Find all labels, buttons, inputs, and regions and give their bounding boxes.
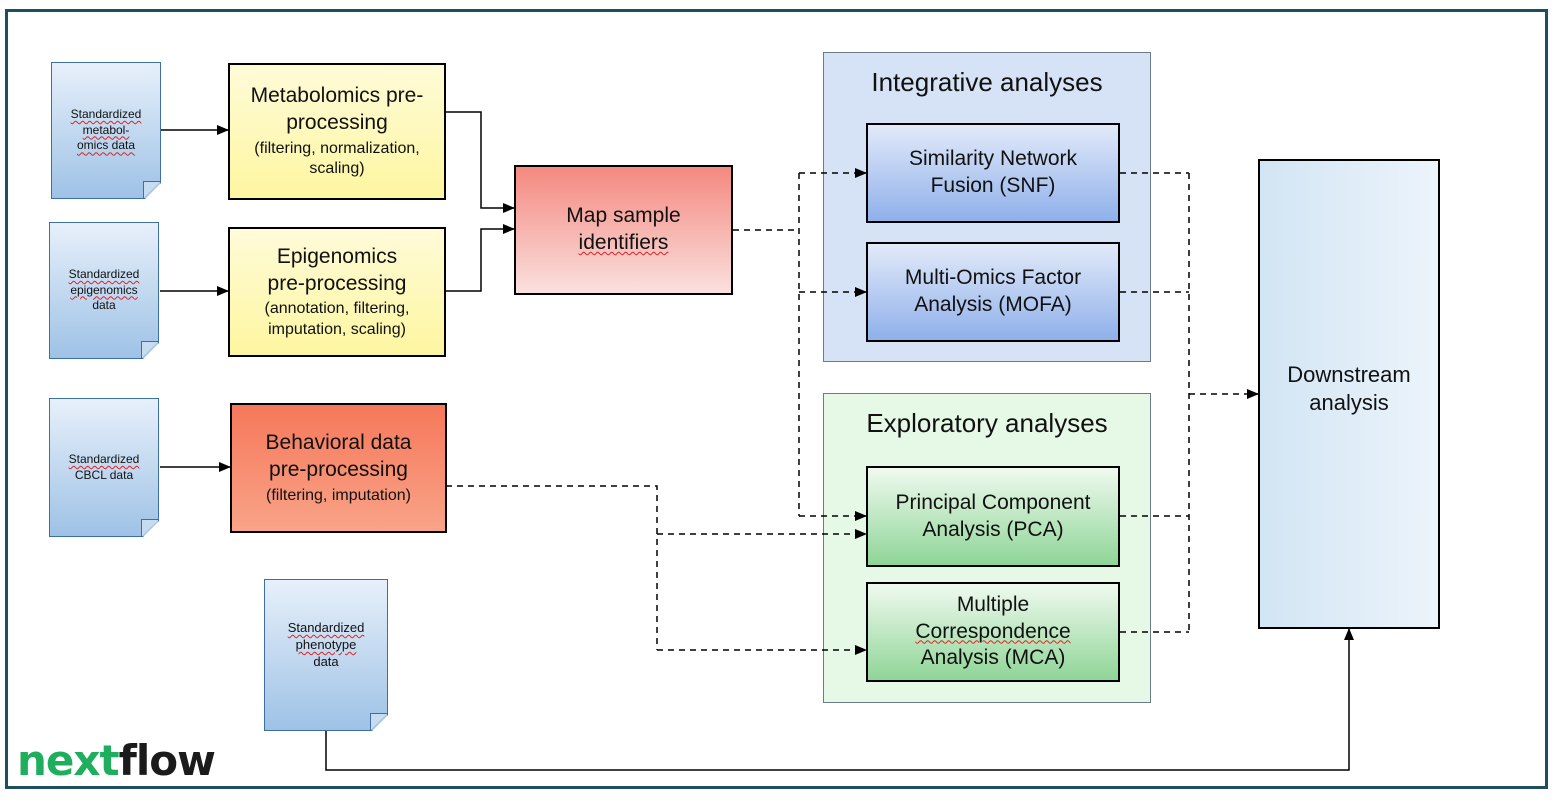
box-title-line: Similarity Network — [908, 147, 1078, 171]
box-title-line: processing — [286, 111, 388, 135]
box-title-line: Downstream — [1287, 362, 1411, 387]
box-detail-line: imputation, scaling) — [268, 320, 406, 338]
dashed-behavioral-trunk — [446, 485, 658, 650]
metabolomics-preprocessing-box: Metabolomics pre- processing (filtering,… — [228, 63, 446, 200]
box-title-line: Behavioral data — [265, 430, 412, 454]
doc-line: data — [313, 653, 339, 669]
box-title-line: Analysis (MOFA) — [914, 293, 1072, 316]
box-title-line: Analysis (MCA) — [920, 646, 1066, 670]
phenotype-data-document: Standardized phenotype data — [264, 579, 388, 731]
box-detail-line: (filtering, imputation) — [266, 486, 411, 504]
snf-box: Similarity Network Fusion (SNF) — [866, 123, 1120, 223]
box-detail-line: scaling) — [309, 160, 365, 178]
logo-part-next: next — [17, 736, 120, 785]
arrow-metab-to-map — [446, 111, 515, 213]
box-title-line: Fusion (SNF) — [930, 174, 1056, 197]
map-sample-identifiers-box: Map sample identifiers — [514, 165, 733, 295]
epigenomics-preprocessing-box: Epigenomics pre-processing (annotation, … — [228, 227, 446, 357]
box-title-line: pre-processing — [267, 271, 407, 295]
box-title-line: Analysis (PCA) — [922, 517, 1064, 541]
exploratory-analyses-title: Exploratory analyses — [866, 408, 1108, 438]
doc-line: epigenomics — [70, 282, 138, 297]
arrow-epi-to-map — [446, 224, 515, 292]
box-detail-line: (filtering, normalization, — [254, 139, 420, 157]
pca-box: Principal Component Analysis (PCA) — [866, 466, 1120, 567]
integrative-analyses-title: Integrative analyses — [871, 67, 1103, 97]
doc-line: omics data — [76, 138, 136, 153]
doc-line: metabol- — [82, 122, 130, 137]
box-title-line: identifiers — [578, 231, 669, 254]
behavioral-preprocessing-box: Behavioral data pre-processing (filterin… — [230, 403, 447, 533]
box-title-line: pre-processing — [269, 457, 408, 481]
logo-part-flow: flow — [118, 736, 216, 785]
box-title-line: Multiple — [956, 592, 1030, 616]
box-title-line: Map sample — [566, 204, 681, 228]
doc-line: CBCL data — [74, 467, 134, 482]
box-title-line: Metabolomics pre- — [250, 84, 424, 108]
arrow-phenotype-to-downstream — [325, 628, 1354, 771]
box-detail-line: (annotation, filtering, — [264, 300, 410, 318]
cbcl-data-document: Standardized CBCL data — [49, 398, 159, 537]
epigenomics-data-document: Standardized epigenomics data — [49, 222, 159, 359]
doc-line: Standardized — [68, 451, 140, 466]
doc-line: phenotype — [295, 636, 357, 652]
box-title-line: Multi-Omics Factor — [904, 266, 1082, 290]
doc-line: data — [92, 298, 116, 313]
metabolomics-data-document: Standardized metabol- omics data — [51, 62, 161, 199]
nextflow-logo: nextflow — [17, 740, 216, 782]
box-title-line: Correspondence — [915, 619, 1071, 643]
doc-line: Standardized — [70, 107, 142, 122]
doc-line: Standardized — [287, 620, 365, 635]
box-title-line: Principal Component — [895, 490, 1091, 514]
doc-line: Standardized — [68, 267, 140, 282]
downstream-analysis-box: Downstream analysis — [1258, 159, 1440, 629]
box-title-line: analysis — [1309, 390, 1389, 416]
box-title-line: Epigenomics — [276, 244, 398, 268]
mca-box: Multiple Correspondence Analysis (MCA) — [866, 582, 1120, 682]
mofa-box: Multi-Omics Factor Analysis (MOFA) — [866, 242, 1120, 342]
